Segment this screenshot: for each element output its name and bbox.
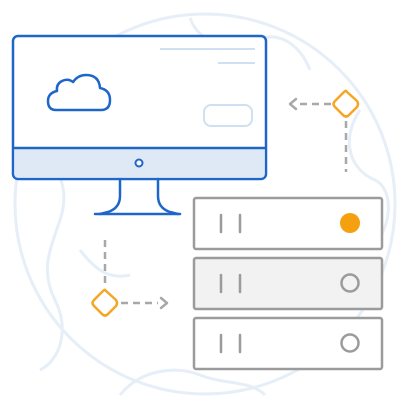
arrow-right-head: [159, 296, 169, 310]
globe-outline: [13, 12, 397, 396]
server-unit-body: [192, 196, 384, 251]
connector-node-top: [332, 89, 360, 118]
server-unit: [192, 256, 384, 311]
status-light-inactive-icon: [340, 273, 360, 293]
connector-node-icon: [91, 89, 360, 317]
connector-lines: [103, 102, 348, 305]
cloud-icon: [46, 73, 112, 112]
monitor-stand: [98, 177, 180, 216]
arrow-left-head: [288, 97, 298, 111]
globe-continent-right: [347, 109, 390, 252]
server-unit-body: [192, 256, 384, 311]
status-light-active-icon: [340, 213, 360, 233]
server-rack-icon: [192, 196, 384, 371]
globe-background-icon: [13, 12, 397, 397]
monitor-body: [11, 34, 268, 181]
desktop-monitor-icon: [11, 34, 268, 216]
globe-continent-bottom: [118, 368, 267, 397]
globe-continent-mid: [78, 249, 131, 278]
server-unit: [192, 316, 384, 371]
monitor-power-button: [134, 158, 144, 168]
arrow-right-icon: [159, 296, 169, 310]
server-unit-body: [192, 316, 384, 371]
arrow-left-icon: [288, 97, 298, 111]
connector-node-bottom: [91, 288, 119, 317]
screen-button-shape: [203, 104, 253, 127]
globe-continent-left: [29, 148, 66, 372]
status-light-inactive-icon: [340, 333, 360, 353]
server-unit: [192, 196, 384, 251]
